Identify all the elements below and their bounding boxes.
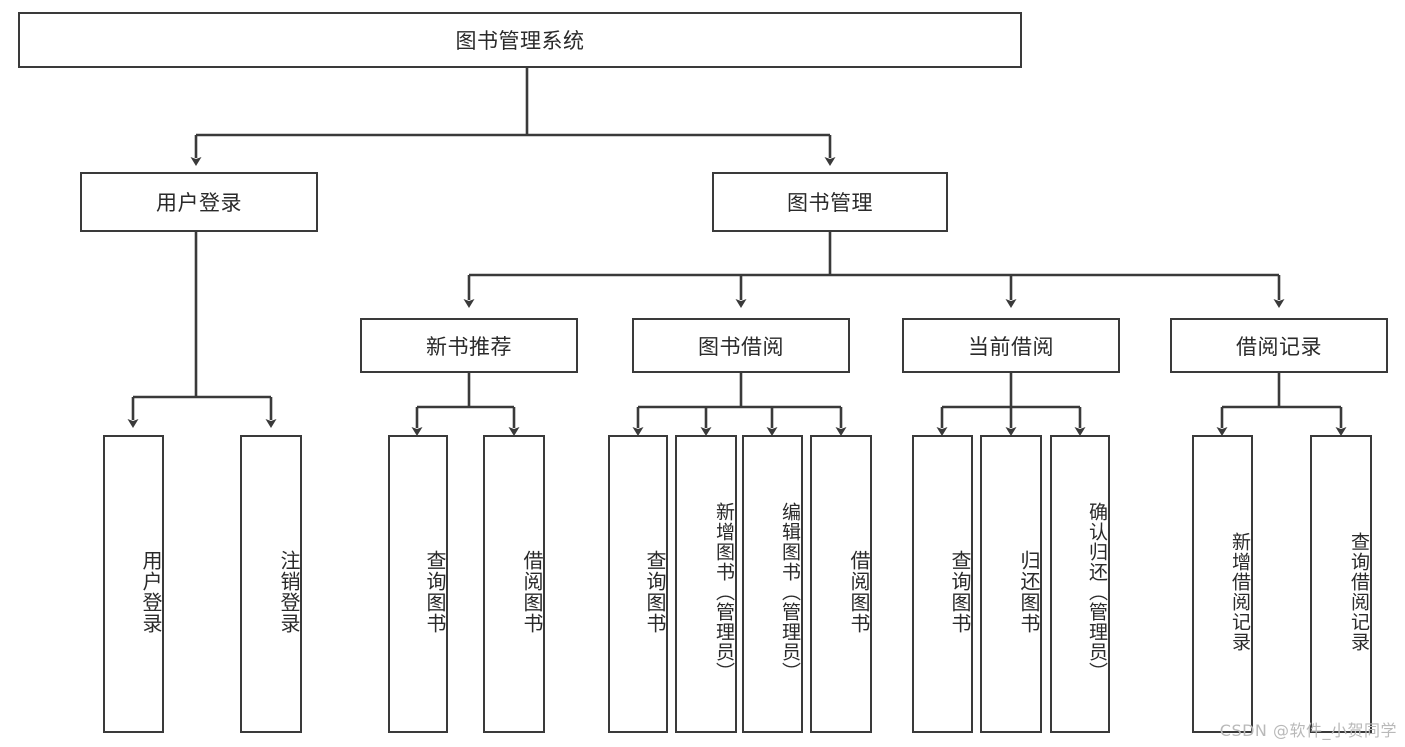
leaf-query-book-current[interactable]: 查询图书 — [912, 435, 973, 733]
node-current-borrow[interactable]: 当前借阅 — [902, 318, 1120, 373]
node-book-borrow[interactable]: 图书借阅 — [632, 318, 850, 373]
leaf-return-book[interactable]: 归还图书 — [980, 435, 1042, 733]
leaf-logout-login[interactable]: 注销登录 — [240, 435, 302, 733]
node-new-book-recommend[interactable]: 新书推荐 — [360, 318, 578, 373]
leaf-query-borrow-record[interactable]: 查询借阅记录 — [1310, 435, 1372, 733]
leaf-edit-book-admin[interactable]: 编辑图书（管理员） — [742, 435, 803, 733]
leaf-query-book-borrow[interactable]: 查询图书 — [608, 435, 668, 733]
leaf-add-book-admin[interactable]: 新增图书（管理员） — [675, 435, 737, 733]
node-borrow-record[interactable]: 借阅记录 — [1170, 318, 1388, 373]
leaf-user-login[interactable]: 用户登录 — [103, 435, 164, 733]
leaf-borrow-book-recommend[interactable]: 借阅图书 — [483, 435, 545, 733]
node-book-management[interactable]: 图书管理 — [712, 172, 948, 232]
watermark: CSDN @软件_小贺同学 — [1219, 721, 1397, 740]
leaf-add-borrow-record[interactable]: 新增借阅记录 — [1192, 435, 1253, 733]
node-user-login[interactable]: 用户登录 — [80, 172, 318, 232]
leaf-confirm-return-admin[interactable]: 确认归还（管理员） — [1050, 435, 1110, 733]
leaf-borrow-book-borrow[interactable]: 借阅图书 — [810, 435, 872, 733]
leaf-query-book-recommend[interactable]: 查询图书 — [388, 435, 448, 733]
node-book-management-system[interactable]: 图书管理系统 — [18, 12, 1022, 68]
